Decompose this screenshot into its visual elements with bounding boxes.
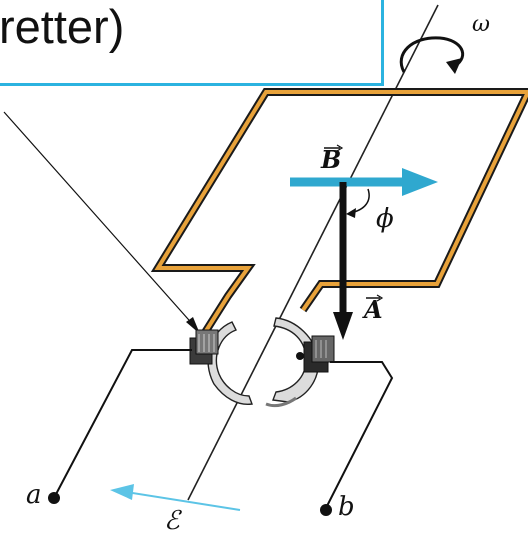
B-field-label: B — [321, 145, 342, 174]
A-vector-label: A — [364, 295, 383, 324]
coil-loop — [150, 88, 528, 337]
left-brush — [189, 329, 219, 365]
angle-phi-arc — [349, 188, 370, 214]
magnetic-field-arrow — [290, 168, 438, 196]
callout-leader-line — [3, 111, 197, 329]
rotation-indicator — [399, 36, 465, 74]
terminal-a-label: a — [26, 480, 42, 510]
phi-label: ϕ — [376, 204, 394, 234]
right-brush — [296, 335, 335, 373]
angle-phi-arrowhead — [346, 208, 356, 218]
terminal-b-label: b — [338, 492, 355, 522]
terminal-b-dot — [320, 504, 332, 516]
callout-label: retter) — [0, 0, 125, 53]
emf-label: ℰ — [164, 506, 180, 536]
callout-box: retter) — [0, 0, 384, 86]
commutator — [207, 317, 319, 408]
terminal-a-dot — [48, 492, 60, 504]
emf-direction-arrow — [110, 484, 241, 511]
omega-label: ω — [472, 12, 490, 37]
wire-to-terminal-a — [53, 349, 192, 499]
area-vector-arrow — [333, 182, 353, 340]
rotation-axis — [187, 4, 439, 501]
wire-to-terminal-b — [325, 361, 394, 509]
